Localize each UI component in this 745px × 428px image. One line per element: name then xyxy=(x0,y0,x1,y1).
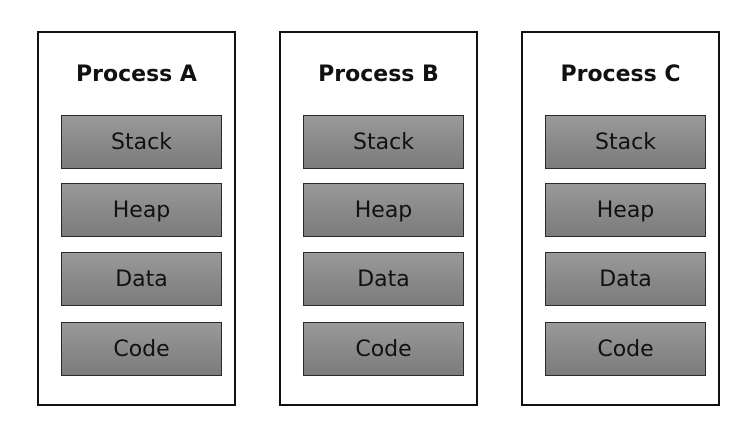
process-box-b: Process B Stack Heap Data Code xyxy=(279,31,478,406)
heap-segment: Heap xyxy=(303,183,464,237)
code-segment: Code xyxy=(545,322,706,376)
process-title: Process C xyxy=(560,62,681,87)
heap-segment: Heap xyxy=(545,183,706,237)
code-segment: Code xyxy=(61,322,222,376)
heap-segment: Heap xyxy=(61,183,222,237)
process-title: Process B xyxy=(318,62,439,87)
data-segment: Data xyxy=(303,252,464,306)
data-segment: Data xyxy=(61,252,222,306)
data-segment: Data xyxy=(545,252,706,306)
stack-segment: Stack xyxy=(545,115,706,169)
process-box-a: Process A Stack Heap Data Code xyxy=(37,31,236,406)
process-title: Process A xyxy=(76,62,197,87)
stack-segment: Stack xyxy=(303,115,464,169)
code-segment: Code xyxy=(303,322,464,376)
stack-segment: Stack xyxy=(61,115,222,169)
process-box-c: Process C Stack Heap Data Code xyxy=(521,31,720,406)
